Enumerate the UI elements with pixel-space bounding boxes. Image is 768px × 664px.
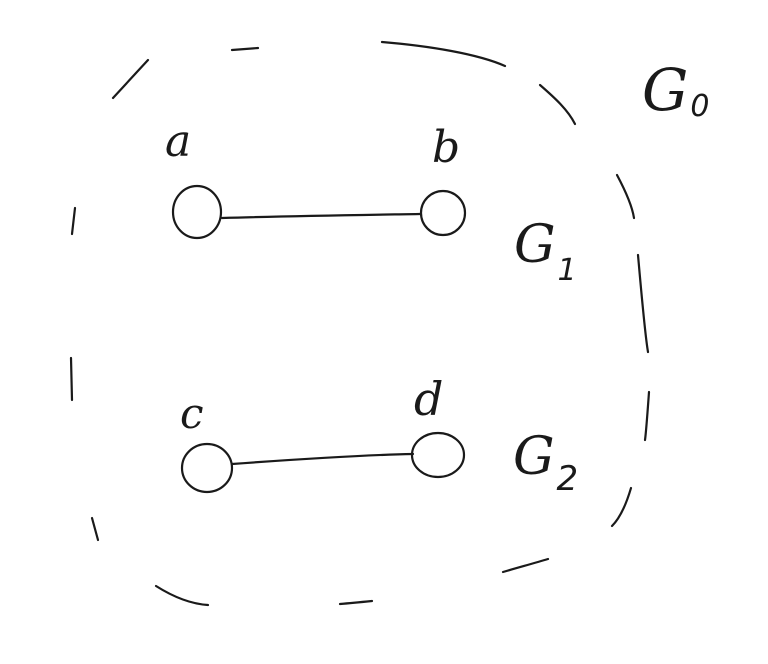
node-c[interactable] bbox=[180, 442, 234, 494]
node-d-label: d bbox=[414, 372, 443, 426]
g0-boundary bbox=[69, 40, 651, 607]
node-b[interactable] bbox=[419, 189, 467, 237]
node-a-label: a bbox=[165, 116, 191, 167]
node-d[interactable] bbox=[410, 431, 466, 479]
node-c-label: c bbox=[180, 389, 204, 438]
g1-label: G1 bbox=[514, 215, 577, 288]
g2-label: G2 bbox=[513, 427, 578, 499]
edge-a-b bbox=[220, 212, 422, 220]
subgraph-g1: a b G1 bbox=[165, 116, 577, 288]
subgraph-g2: c d G2 bbox=[180, 372, 578, 499]
edge-c-d bbox=[230, 452, 415, 466]
node-b-label: b bbox=[432, 122, 460, 173]
g0-label: G0 bbox=[642, 56, 709, 124]
node-a[interactable] bbox=[171, 184, 223, 240]
